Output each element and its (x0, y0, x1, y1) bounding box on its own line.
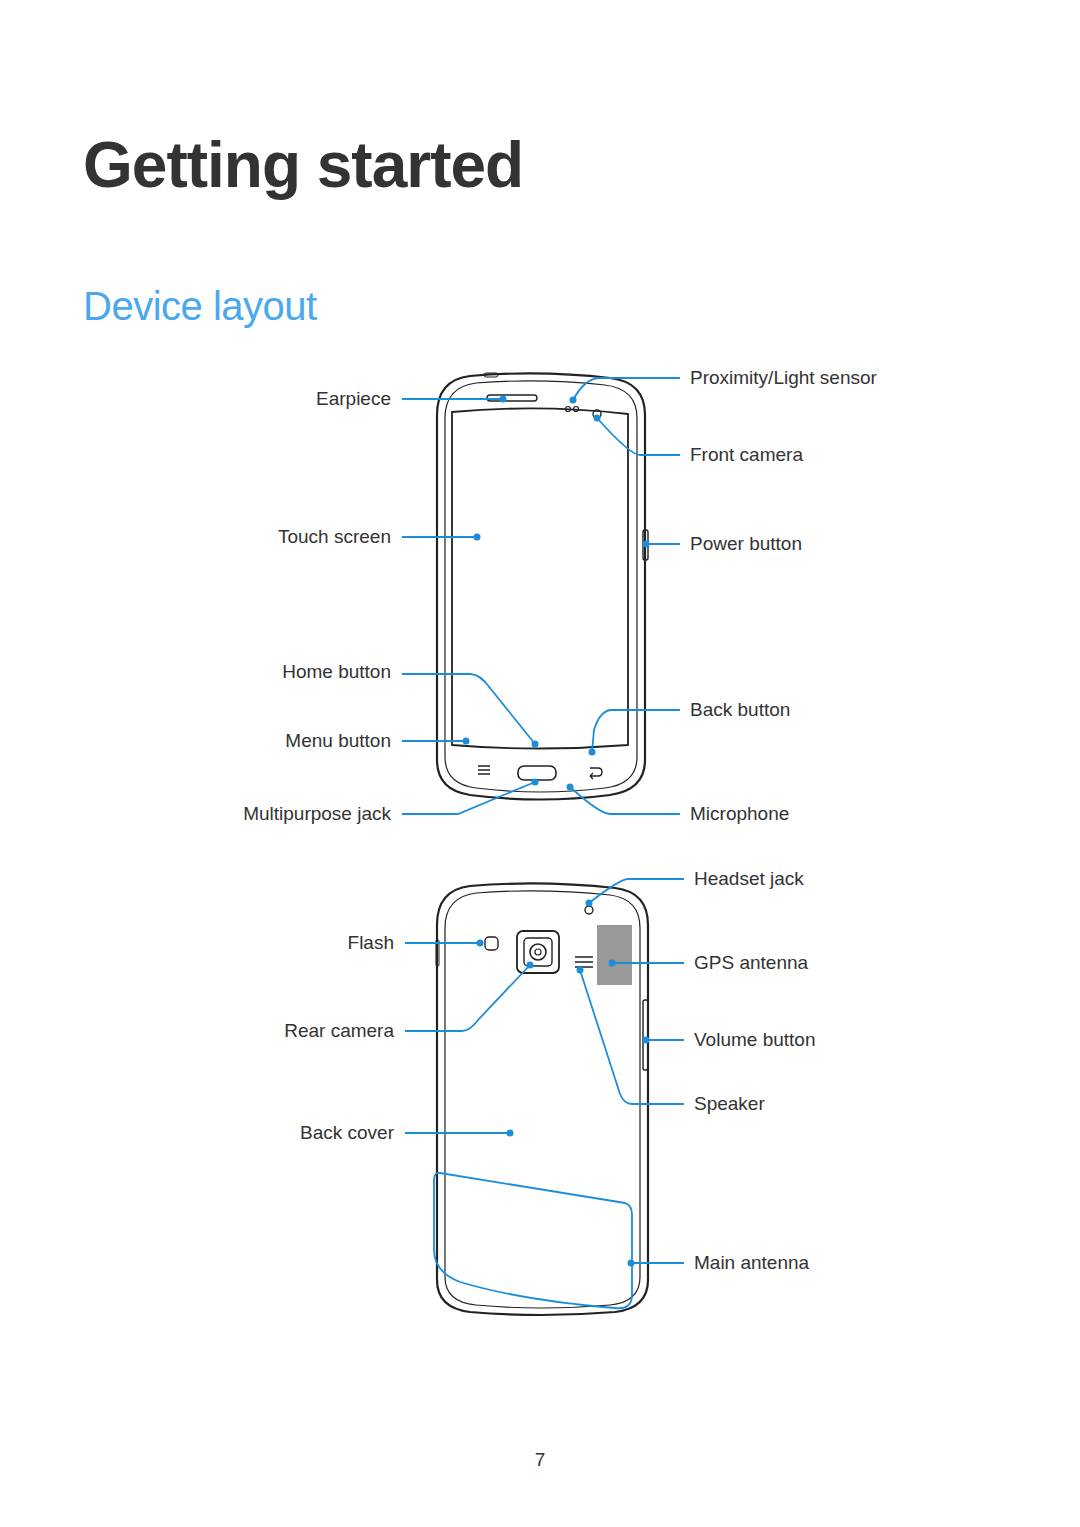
part-label: Microphone (690, 803, 789, 826)
part-label: Power button (690, 533, 802, 556)
part-label: GPS antenna (694, 952, 808, 975)
part-label: Touch screen (278, 526, 391, 549)
part-label: Back cover (300, 1122, 394, 1145)
part-label: Multipurpose jack (243, 803, 391, 826)
leader-dots (463, 396, 650, 1267)
front-phone (437, 373, 648, 800)
page-number: 7 (535, 1449, 546, 1472)
part-label: Proximity/Light sensor (690, 367, 877, 390)
part-label: Menu button (285, 730, 391, 753)
part-label: Home button (282, 661, 391, 684)
page-title: Getting started (83, 127, 523, 204)
part-label: Volume button (694, 1029, 815, 1052)
part-label: Back button (690, 699, 790, 722)
part-label: Earpiece (316, 388, 391, 411)
part-label: Front camera (690, 444, 803, 467)
part-label: Headset jack (694, 868, 804, 891)
part-label: Rear camera (284, 1020, 394, 1043)
section-heading: Device layout (83, 282, 317, 330)
part-label: Main antenna (694, 1252, 809, 1275)
back-phone (436, 883, 648, 1315)
part-label: Flash (348, 932, 394, 955)
leader-lines (402, 378, 684, 1308)
part-label: Speaker (694, 1093, 765, 1116)
